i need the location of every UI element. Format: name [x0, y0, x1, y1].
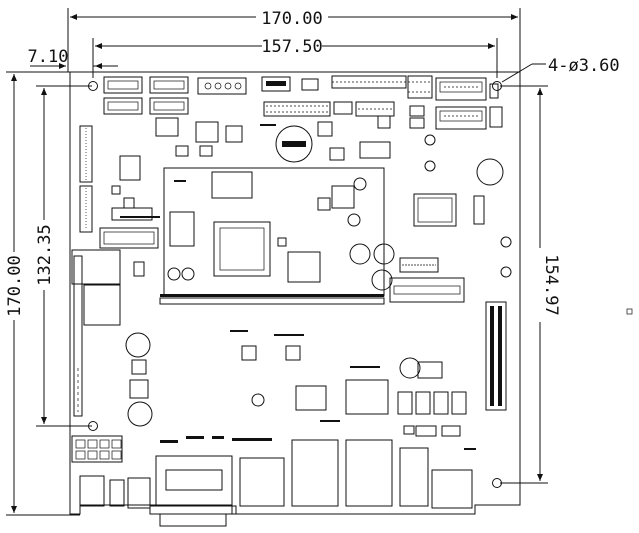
right-components	[389, 193, 512, 303]
usb-connector	[261, 76, 291, 92]
box-header-2	[435, 106, 487, 130]
usb-stack-2	[345, 439, 393, 507]
upper-middle-components	[155, 115, 504, 186]
dimension-hole-offset: 7.10	[28, 47, 118, 69]
passive-components	[120, 124, 476, 450]
dimension-label-hole-offset: 7.10	[28, 47, 69, 67]
dimension-height-overall: 170.00	[5, 71, 80, 516]
dimension-label-overall-height: 170.00	[5, 255, 25, 316]
mounting-hole-icon	[88, 81, 98, 91]
vga-connector	[149, 455, 237, 527]
header-row-mid	[263, 101, 395, 117]
dimension-label-left-hole-span: 132.35	[35, 224, 55, 285]
ffc-connectors-left	[79, 125, 93, 233]
pin-header-small	[407, 75, 433, 99]
dimension-label-overall-width: 170.00	[261, 9, 322, 29]
power-header-bottom	[71, 435, 123, 463]
dimension-height-left-holes: 132.35	[35, 85, 92, 427]
dimension-height-right-holes: 154.97	[500, 85, 561, 484]
mounting-hole-icon	[492, 81, 502, 91]
dimension-width-holes: 157.50	[92, 37, 498, 78]
sd-card-slot	[431, 469, 473, 509]
usb-stack-1	[291, 439, 339, 507]
bottom-io-connectors	[79, 439, 473, 527]
lan-connector	[239, 457, 285, 507]
mounting-hole-icon	[88, 421, 98, 431]
cpu-module	[159, 167, 395, 305]
mounting-hole-icon	[492, 478, 502, 488]
audio-connector	[399, 447, 429, 507]
dimension-width-overall: 170.00	[67, 8, 521, 72]
right-edge-slot	[485, 301, 507, 411]
power-connector	[197, 77, 247, 95]
dimension-label-hole-span: 157.50	[261, 37, 322, 57]
dimension-label-mounting-holes: 4-ø3.60	[548, 56, 620, 76]
sata-connectors	[103, 76, 189, 115]
pin-header-long	[331, 75, 407, 89]
lower-components	[241, 345, 467, 437]
left-components	[111, 155, 153, 427]
left-edge-connector	[71, 249, 121, 285]
small-square-mark	[626, 308, 633, 315]
box-header-1	[435, 77, 487, 101]
m2-slot-left	[99, 227, 159, 249]
left-pin-column	[73, 255, 83, 417]
dimension-label-right-hole-span: 154.97	[541, 254, 561, 315]
board-outline	[69, 71, 521, 515]
rtc-battery	[275, 125, 313, 163]
dimension-mounting-holes: 4-ø3.60	[501, 56, 620, 83]
mounting-holes	[88, 81, 502, 488]
small-connector	[301, 78, 319, 91]
